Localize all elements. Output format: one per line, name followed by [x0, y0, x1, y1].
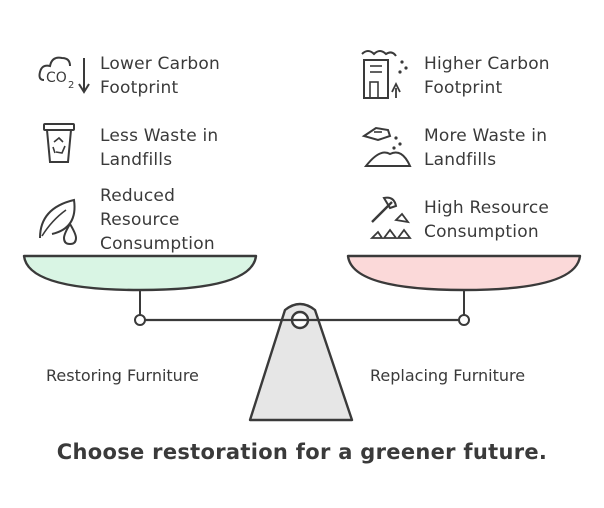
axe-rocks-icon — [369, 196, 412, 239]
right-item-waste-label: More Waste in Landfills — [424, 126, 548, 170]
svg-text:CO: CO — [46, 70, 67, 86]
svg-text:2: 2 — [68, 80, 74, 91]
left-item-waste-label: Less Waste in Landfills — [100, 126, 219, 170]
leaf-drop-icon — [39, 198, 78, 246]
right-option-label: Replacing Furniture — [370, 366, 526, 385]
left-item-carbon-label: Lower Carbon Footprint — [100, 54, 220, 98]
recycle-bin-icon — [43, 123, 75, 163]
factory-icon — [361, 50, 408, 99]
right-item-carbon-label: Higher Carbon Footprint — [424, 54, 550, 98]
left-item-resource-label: Reduced Resource Consumption — [100, 186, 215, 254]
beam-left-end — [134, 314, 146, 326]
co2-icon: CO 2 — [38, 56, 90, 94]
beam-right-end — [458, 314, 470, 326]
scale-stand — [248, 302, 354, 422]
right-pan — [346, 254, 582, 292]
right-item-resource-label: High Resource Consumption — [424, 198, 550, 242]
waste-pile-icon — [361, 126, 412, 167]
conclusion-text: Choose restoration for a greener future. — [56, 440, 548, 464]
left-pan — [22, 254, 258, 292]
left-option-label: Restoring Furniture — [46, 366, 199, 385]
